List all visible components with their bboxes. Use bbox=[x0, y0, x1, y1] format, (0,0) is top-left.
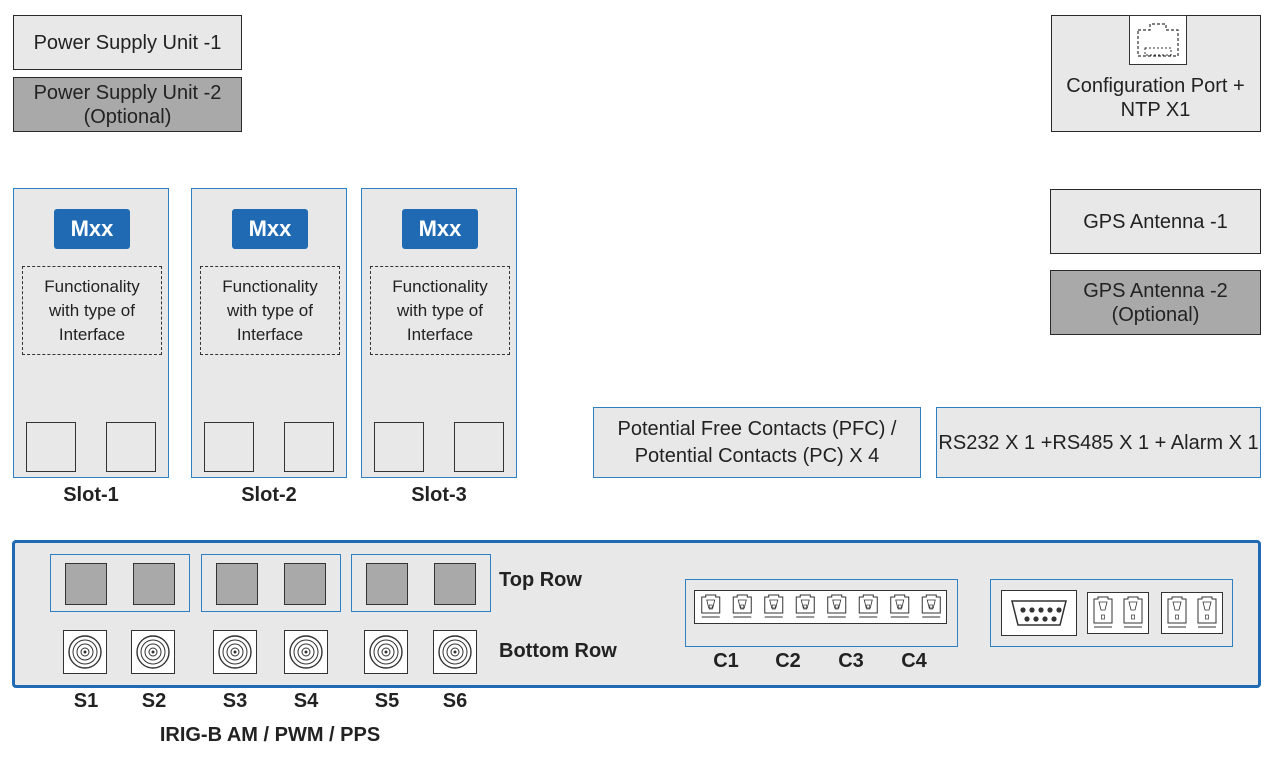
s2-label: S2 bbox=[141, 690, 167, 712]
top-row-label: Top Row bbox=[499, 569, 582, 591]
configuration-port-box: Configuration Port + NTP X1 bbox=[1051, 15, 1261, 132]
psu1-label: Power Supply Unit -1 bbox=[33, 31, 222, 54]
slot-1-badge: Mxx bbox=[54, 209, 130, 249]
s5-label: S5 bbox=[374, 690, 400, 712]
slot-3-label: Slot-3 bbox=[411, 483, 467, 506]
s1-label: S1 bbox=[73, 690, 99, 712]
c2-label: C2 bbox=[775, 650, 801, 672]
bnc-connector-icon bbox=[433, 630, 477, 674]
func-line1: Functionality bbox=[222, 276, 318, 296]
terminal-block-icon bbox=[1161, 592, 1223, 634]
bnc-connector-icon bbox=[213, 630, 257, 674]
bnc-connector-icon bbox=[131, 630, 175, 674]
top-port bbox=[284, 563, 326, 605]
db9-connector-icon bbox=[1001, 590, 1077, 636]
func-line2: with type of bbox=[397, 300, 483, 320]
s6-label: S6 bbox=[442, 690, 468, 712]
s4-label: S4 bbox=[293, 690, 319, 712]
configuration-port-label: Configuration Port + NTP X1 bbox=[1052, 73, 1259, 123]
func-line3: Interface bbox=[406, 324, 474, 344]
slot-2-port-2 bbox=[284, 422, 334, 472]
psu2-label-line1: Power Supply Unit -2 bbox=[33, 81, 222, 104]
top-port bbox=[65, 563, 107, 605]
gps-antenna-1: GPS Antenna -1 bbox=[1050, 189, 1261, 254]
slot-3-card: Mxx Functionality with type of Interface bbox=[361, 188, 517, 478]
rs-alarm-box: RS232 X 1 +RS485 X 1 + Alarm X 1 bbox=[936, 407, 1261, 478]
serial-alarm-panel bbox=[990, 579, 1233, 647]
contacts-terminal-panel bbox=[685, 579, 958, 647]
func-line2: with type of bbox=[49, 300, 135, 320]
gps2-label-line2: (Optional) bbox=[1111, 303, 1200, 326]
func-line1: Functionality bbox=[392, 276, 488, 296]
slot-2-badge: Mxx bbox=[232, 209, 308, 249]
bottom-row-label: Bottom Row bbox=[499, 640, 617, 662]
slot-3-port-2 bbox=[454, 422, 504, 472]
func-line3: Interface bbox=[58, 324, 126, 344]
top-port bbox=[133, 563, 175, 605]
top-port bbox=[366, 563, 408, 605]
slot-1-functionality: Functionality with type of Interface bbox=[22, 266, 162, 355]
ethernet-port-icon bbox=[1129, 15, 1187, 65]
bnc-connector-icon bbox=[284, 630, 328, 674]
slot-2-port-1 bbox=[204, 422, 254, 472]
power-supply-unit-2: Power Supply Unit -2 (Optional) bbox=[13, 77, 242, 132]
top-row-group-3 bbox=[351, 554, 491, 612]
terminal-block-icon bbox=[694, 590, 947, 624]
slot-3-badge: Mxx bbox=[402, 209, 478, 249]
power-supply-unit-1: Power Supply Unit -1 bbox=[13, 15, 242, 70]
bnc-connector-icon bbox=[63, 630, 107, 674]
gps-antenna-2: GPS Antenna -2 (Optional) bbox=[1050, 270, 1261, 335]
slot-1-port-1 bbox=[26, 422, 76, 472]
bnc-connector-icon bbox=[364, 630, 408, 674]
rs-alarm-label: RS232 X 1 +RS485 X 1 + Alarm X 1 bbox=[938, 431, 1259, 454]
c1-label: C1 bbox=[713, 650, 739, 672]
slot-1-card: Mxx Functionality with type of Interface bbox=[13, 188, 169, 478]
slot-1-label: Slot-1 bbox=[63, 483, 119, 506]
slot-2-functionality: Functionality with type of Interface bbox=[200, 266, 340, 355]
slot-2-label: Slot-2 bbox=[241, 483, 297, 506]
pfc-box: Potential Free Contacts (PFC) / Potentia… bbox=[593, 407, 921, 478]
config-port-line2: NTP X1 bbox=[1120, 99, 1191, 121]
top-port bbox=[216, 563, 258, 605]
slot-1-port-2 bbox=[106, 422, 156, 472]
terminal-block-icon bbox=[1087, 592, 1149, 634]
s3-label: S3 bbox=[222, 690, 248, 712]
irig-label: IRIG-B AM / PWM / PPS bbox=[159, 724, 381, 746]
config-port-line1: Configuration Port + bbox=[1066, 75, 1245, 97]
top-row-group-2 bbox=[201, 554, 341, 612]
c3-label: C3 bbox=[838, 650, 864, 672]
slot-3-port-1 bbox=[374, 422, 424, 472]
gps2-label-line1: GPS Antenna -2 bbox=[1083, 279, 1228, 302]
func-line3: Interface bbox=[236, 324, 304, 344]
psu2-label-line2: (Optional) bbox=[83, 105, 172, 128]
top-row-group-1 bbox=[50, 554, 190, 612]
slot-3-functionality: Functionality with type of Interface bbox=[370, 266, 510, 355]
func-line2: with type of bbox=[227, 300, 313, 320]
c4-label: C4 bbox=[901, 650, 927, 672]
slot-2-card: Mxx Functionality with type of Interface bbox=[191, 188, 347, 478]
pfc-line2: Potential Contacts (PC) X 4 bbox=[634, 444, 880, 467]
top-port bbox=[434, 563, 476, 605]
pfc-line1: Potential Free Contacts (PFC) / bbox=[617, 417, 897, 440]
func-line1: Functionality bbox=[44, 276, 140, 296]
gps1-label: GPS Antenna -1 bbox=[1083, 210, 1228, 233]
